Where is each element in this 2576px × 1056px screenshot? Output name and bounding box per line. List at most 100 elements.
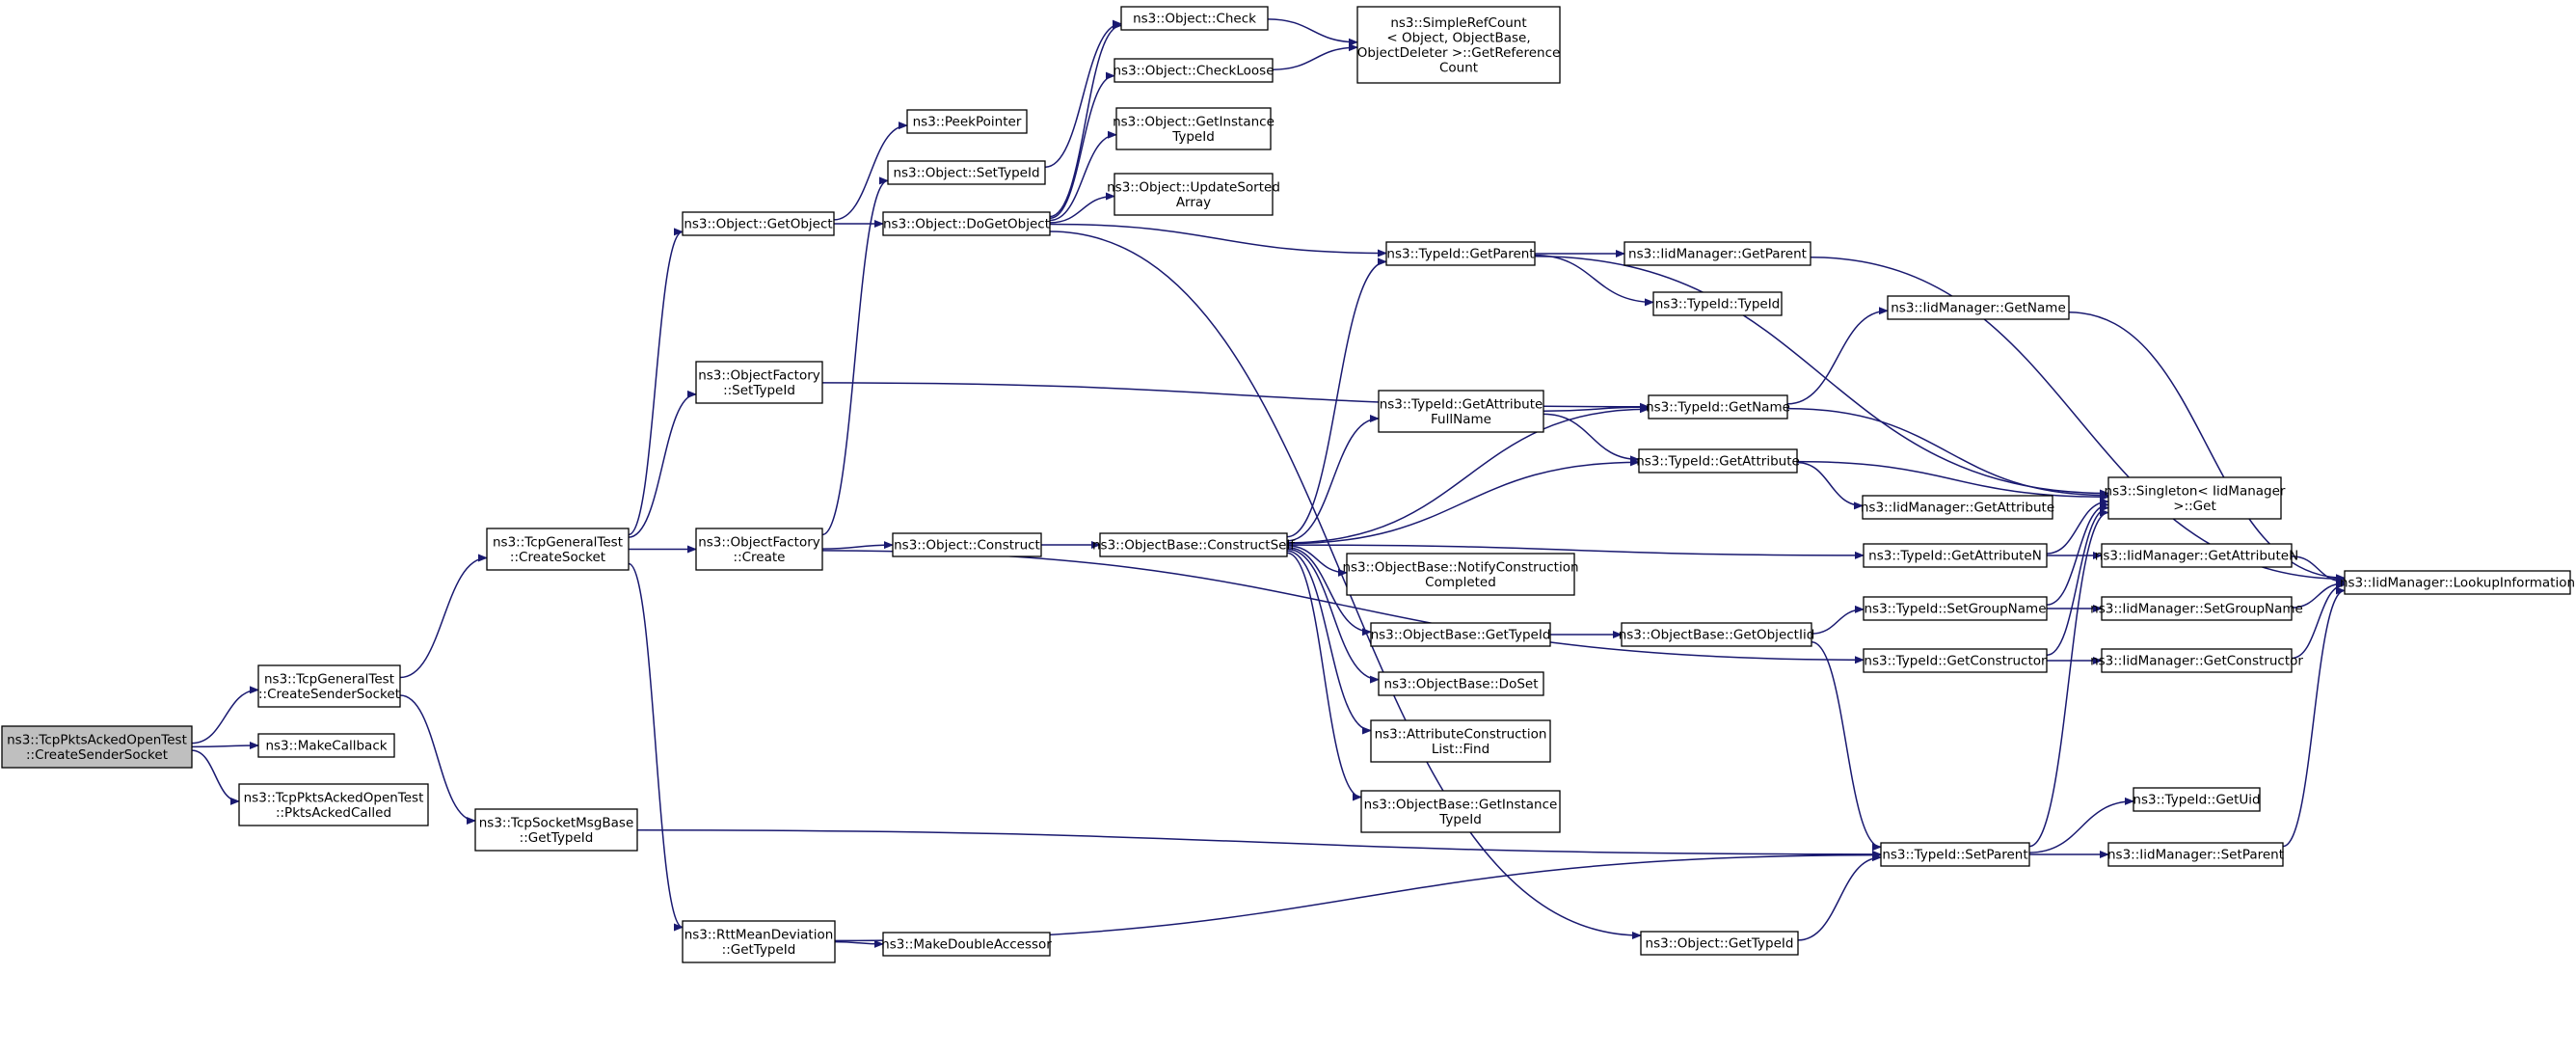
node-box <box>1360 790 1561 833</box>
node-label: Completed <box>1425 575 1496 590</box>
edge-objfactory-create-to-obj-settypeid <box>821 176 889 536</box>
edge-obj-gettypeid-to-typeid-setparent <box>1797 853 1882 941</box>
node-iid-getattributen[interactable]: ns3::IidManager::GetAttributeN <box>2095 543 2298 568</box>
node-obj-dogetobject[interactable]: ns3::Object::DoGetObject <box>882 211 1051 236</box>
node-label: ns3::Object::DoGetObject <box>883 217 1050 232</box>
node-label: ns3::IidManager::LookupInformation <box>2340 576 2575 591</box>
edge-typeid-getattrfullname-to-typeid-getattribute <box>1543 413 1640 464</box>
node-label: ns3::TypeId::GetConstructor <box>1864 654 2047 669</box>
node-box <box>1862 495 2053 520</box>
node-ob-gettypeid[interactable]: ns3::ObjectBase::GetTypeId <box>1370 622 1551 647</box>
node-peekpointer[interactable]: ns3::PeekPointer <box>906 109 1028 134</box>
node-label: ::CreateSocket <box>510 550 605 565</box>
node-label: ns3::TypeId::GetParent <box>1386 247 1534 262</box>
node-iid-setgroupname[interactable]: ns3::IidManager::SetGroupName <box>2090 596 2303 621</box>
node-rtt-gettypeid[interactable]: ns3::RttMeanDeviation::GetTypeId <box>682 920 836 963</box>
node-make-double-accessor[interactable]: ns3::MakeDoubleAccessor <box>881 932 1052 957</box>
node-box <box>1887 295 2070 320</box>
function-nodes: ns3::TcpPktsAckedOpenTest::CreateSenderS… <box>1 6 2575 963</box>
node-iid-getparent[interactable]: ns3::IidManager::GetParent <box>1623 241 1811 266</box>
edge-ob-constructself-to-typeid-getattrfullname <box>1286 415 1380 542</box>
edge-root-to-tg-create-sender <box>191 686 259 745</box>
node-make-callback[interactable]: ns3::MakeCallback <box>257 733 395 758</box>
node-box <box>1385 241 1536 266</box>
node-typeid-getname[interactable]: ns3::TypeId::GetName <box>1646 394 1790 420</box>
node-box <box>1638 448 1798 474</box>
node-label: ns3::IidManager::GetAttributeN <box>2095 549 2298 564</box>
edge-typeid-setparent-to-singleton-get <box>2028 508 2109 848</box>
node-socket-msgbase[interactable]: ns3::TcpSocketMsgBase::GetTypeId <box>474 808 638 852</box>
node-ob-constructself[interactable]: ns3::ObjectBase::ConstructSelf <box>1092 532 1296 557</box>
node-objfactory-settypeid[interactable]: ns3::ObjectFactory::SetTypeId <box>695 361 823 404</box>
node-obj-getobject[interactable]: ns3::Object::GetObject <box>682 211 835 236</box>
node-obj-construct[interactable]: ns3::Object::Construct <box>892 532 1042 557</box>
node-label: ns3::TcpSocketMsgBase <box>479 815 634 830</box>
node-iid-getname[interactable]: ns3::IidManager::GetName <box>1887 295 2070 320</box>
node-label: ns3::ObjectBase::DoSet <box>1383 677 1538 692</box>
node-simplerefcount[interactable]: ns3::SimpleRefCount< Object, ObjectBase,… <box>1356 6 1561 84</box>
node-box <box>1880 842 2030 867</box>
node-typeid-typeid[interactable]: ns3::TypeId::TypeId <box>1652 291 1783 316</box>
node-label: ns3::TypeId::GetAttribute <box>1380 396 1543 412</box>
node-box <box>1370 719 1551 763</box>
edge-obj-dogetobject-to-obj-gettypeid <box>1049 230 1642 939</box>
edge-ob-constructself-to-typeid-getparent <box>1286 257 1387 538</box>
edge-ob-constructself-to-typeid-getattribute <box>1286 458 1640 545</box>
edge-obj-settypeid-to-obj-check <box>1044 19 1122 169</box>
node-root[interactable]: ns3::TcpPktsAckedOpenTest::CreateSenderS… <box>1 725 193 769</box>
node-typeid-getconstructor[interactable]: ns3::TypeId::GetConstructor <box>1863 648 2048 673</box>
node-typeid-setparent[interactable]: ns3::TypeId::SetParent <box>1880 842 2030 867</box>
node-singleton-get[interactable]: ns3::Singleton< IidManager >::Get <box>2105 476 2286 520</box>
node-typeid-getuid[interactable]: ns3::TypeId::GetUid <box>2133 787 2261 812</box>
edge-ob-constructself-to-ob-doset <box>1286 548 1380 684</box>
node-typeid-getparent[interactable]: ns3::TypeId::GetParent <box>1385 241 1536 266</box>
node-tg-create-socket[interactable]: ns3::TcpGeneralTest::CreateSocket <box>486 528 630 571</box>
node-obj-check[interactable]: ns3::Object::Check <box>1120 6 1269 31</box>
node-iid-getattribute[interactable]: ns3::IidManager::GetAttribute <box>1861 495 2054 520</box>
node-obj-gettypeid[interactable]: ns3::Object::GetTypeId <box>1640 931 1799 956</box>
node-box <box>892 532 1042 557</box>
node-label: ::GetTypeId <box>520 830 594 846</box>
node-obj-checkloose[interactable]: ns3::Object::CheckLoose <box>1113 58 1275 83</box>
edge-obj-dogetobject-to-obj-check <box>1049 21 1122 218</box>
call-edges <box>191 18 2346 948</box>
node-tg-create-sender[interactable]: ns3::TcpGeneralTest::CreateSenderSocket <box>257 664 401 708</box>
node-iid-lookupinfo[interactable]: ns3::IidManager::LookupInformation <box>2340 570 2575 595</box>
node-typeid-setgroupname[interactable]: ns3::TypeId::SetGroupName <box>1863 596 2048 621</box>
edge-ob-getobjectiid-to-typeid-setparent <box>1811 640 1882 852</box>
node-label: ns3::TcpGeneralTest <box>264 671 394 687</box>
node-label: ns3::IidManager::SetParent <box>2107 848 2284 863</box>
node-iid-getconstructor[interactable]: ns3::IidManager::GetConstructor <box>2090 648 2303 673</box>
node-label: < Object, ObjectBase, <box>1386 30 1530 45</box>
node-typeid-getattributen[interactable]: ns3::TypeId::GetAttributeN <box>1863 543 2048 568</box>
node-objfactory-create[interactable]: ns3::ObjectFactory::Create <box>695 528 823 571</box>
node-label: ns3::IidManager::SetGroupName <box>2090 602 2303 617</box>
node-box <box>257 733 395 758</box>
node-box <box>1120 6 1269 31</box>
node-ob-notify[interactable]: ns3::ObjectBase::NotifyConstructionCompl… <box>1342 553 1579 596</box>
node-label: ns3::TypeId::SetGroupName <box>1864 602 2046 617</box>
node-ob-getobjectiid[interactable]: ns3::ObjectBase::GetObjectIid <box>1619 622 1815 647</box>
node-box <box>882 932 1051 957</box>
node-label: ns3::IidManager::GetName <box>1891 301 2066 316</box>
edge-typeid-getattributen-to-singleton-get <box>2046 498 2109 555</box>
node-typeid-getattribute[interactable]: ns3::TypeId::GetAttribute <box>1636 448 1800 474</box>
node-label: ns3::Object::SetTypeId <box>893 166 1039 181</box>
node-box <box>486 528 630 571</box>
node-label: List::Find <box>1432 742 1489 757</box>
node-label: ns3::Object::UpdateSorted <box>1107 179 1280 195</box>
node-pkts-acked-called[interactable]: ns3::TcpPktsAckedOpenTest::PktsAckedCall… <box>238 783 429 826</box>
node-label: Count <box>1439 60 1478 75</box>
node-obj-settypeid[interactable]: ns3::Object::SetTypeId <box>887 160 1046 185</box>
node-box <box>1648 394 1788 420</box>
edge-typeid-getattribute-to-singleton-get <box>1796 460 2109 501</box>
edge-obj-dogetobject-to-typeid-getparent <box>1049 223 1387 257</box>
node-ob-doset[interactable]: ns3::ObjectBase::DoSet <box>1378 671 1544 696</box>
node-iid-setparent[interactable]: ns3::IidManager::SetParent <box>2107 842 2284 867</box>
node-label: ns3::TypeId::GetUid <box>2133 793 2260 808</box>
